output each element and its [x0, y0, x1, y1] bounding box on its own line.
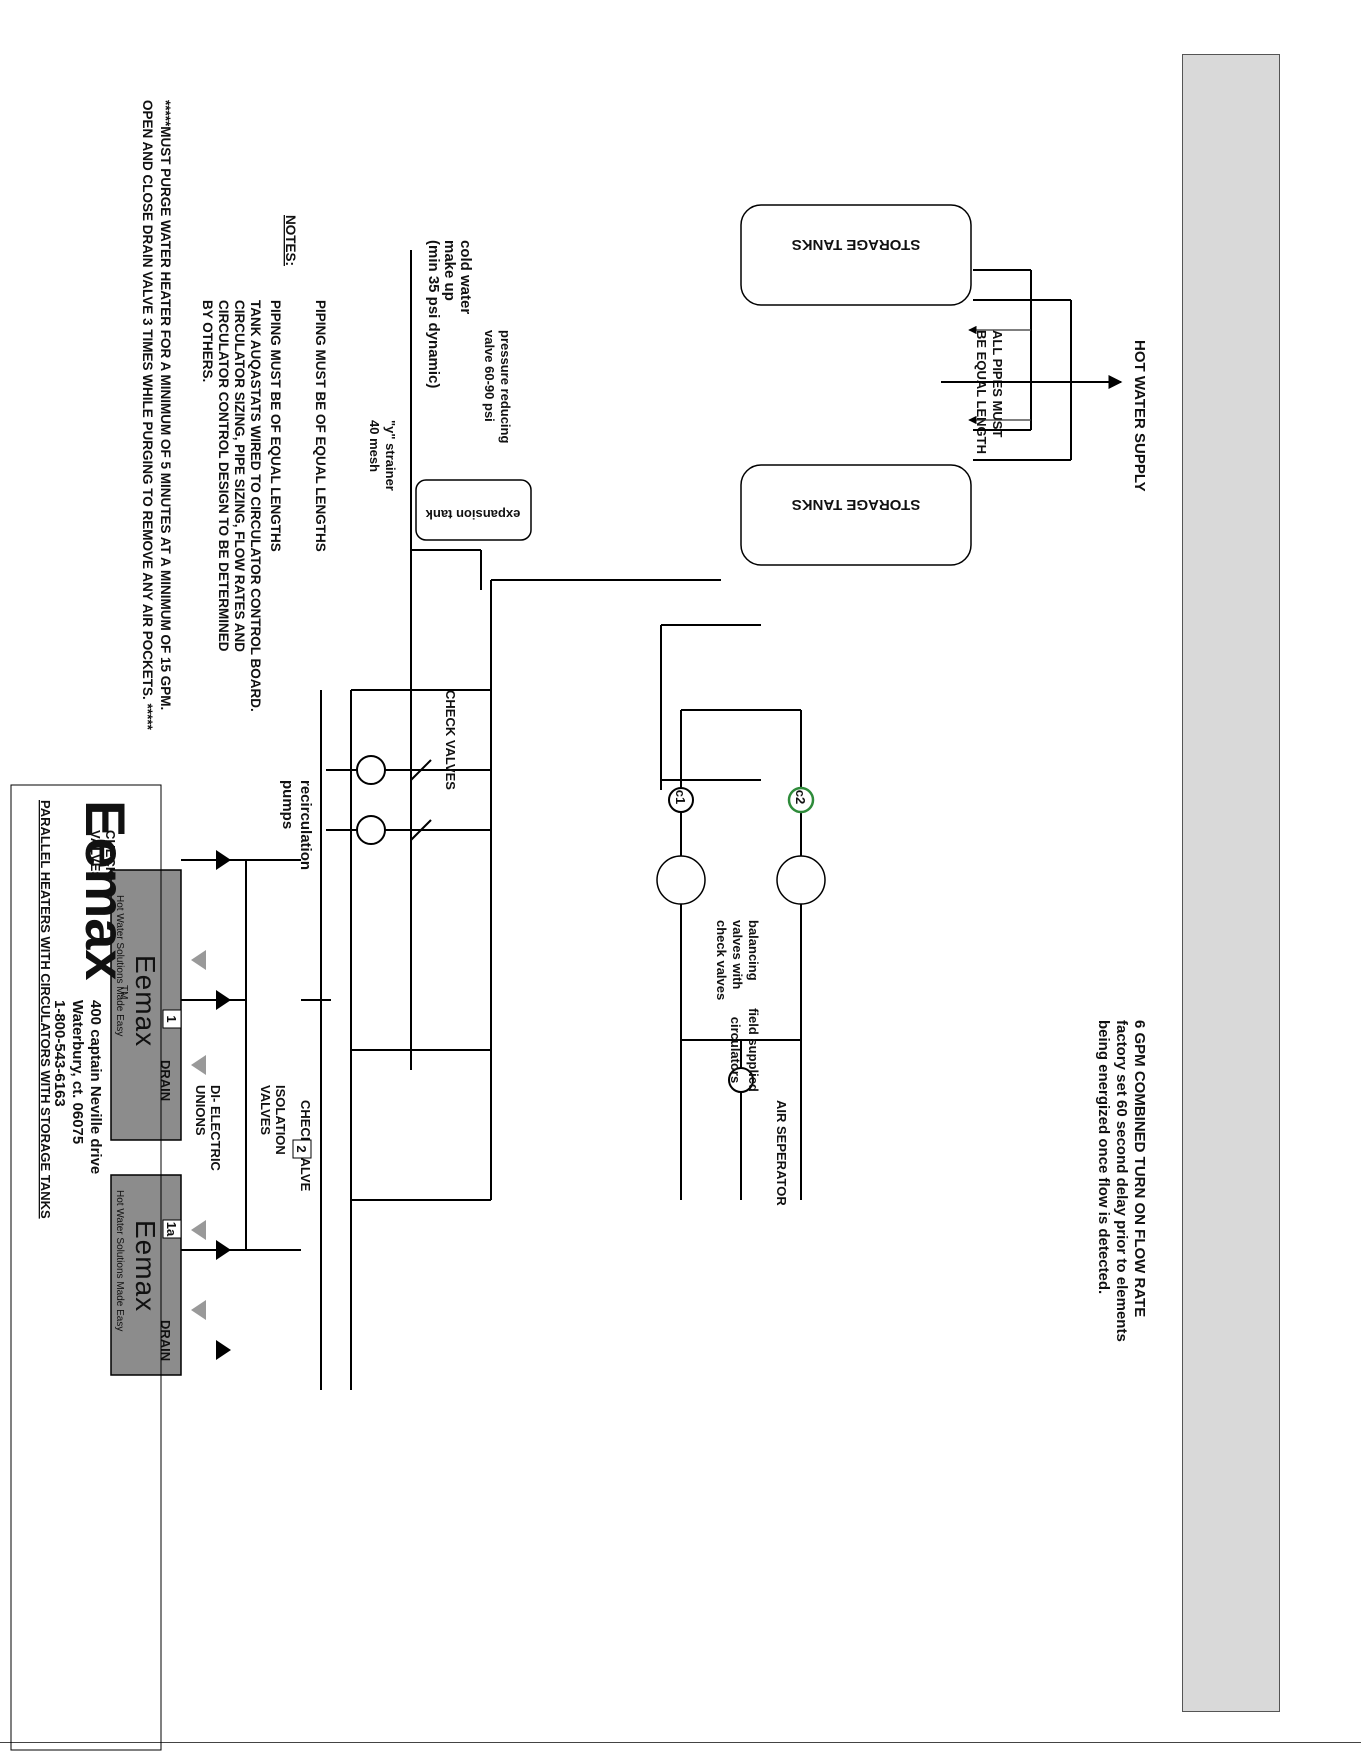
expansion-tank: expansion tank	[415, 479, 532, 541]
note-3-line-2: CIRCULATOR SIZING, PIPE SIZING, FLOW RAT…	[232, 300, 247, 652]
drain-label-2: DRAIN	[158, 1320, 173, 1361]
tag-1: 1	[162, 1009, 182, 1029]
heater-1-brand: Eemax	[130, 955, 161, 1047]
title-main: PARALLEL HEATERS WITH CIRCULATORS WITH S…	[38, 800, 53, 1219]
prv-line-1: pressure reducing	[498, 330, 513, 443]
di-electric-line-2: UNIONS	[193, 1085, 208, 1136]
heater-piping	[181, 689, 491, 1390]
recirc-line-2: pumps	[279, 780, 296, 829]
page-side-bar	[1182, 54, 1280, 1712]
note-1: PIPING MUST BE OF EQUAL LENGTHS	[313, 300, 328, 552]
check-valves-side-line-1: CHECK	[103, 830, 118, 877]
circulator-c2-symbol	[787, 786, 815, 814]
storage-tank-1-label: STORAGE TANKS	[792, 236, 921, 253]
storage-tank-2: STORAGE TANKS	[740, 464, 972, 566]
footer-rule	[0, 1742, 1361, 1743]
drain-label-1: DRAIN	[158, 1060, 173, 1101]
title-tm: TM	[118, 985, 129, 999]
flow-rate-note: 6 GPM COMBINED TURN ON FLOW RATE factory…	[1095, 1020, 1148, 1342]
note-3-line-1: TANK AUQASTATS WIRED TO CIRCULATOR CONTR…	[248, 300, 263, 712]
isolation-line-1: ISOLATION	[273, 1085, 288, 1155]
hot-water-supply-label: HOT WATER SUPPLY	[1131, 340, 1148, 492]
flow-rate-line-1: 6 GPM COMBINED TURN ON FLOW RATE	[1131, 1020, 1148, 1317]
balancing-line-1: balancing	[746, 920, 761, 981]
cold-water-line-1: cold water	[457, 240, 474, 314]
title-logo: Eemax	[74, 800, 137, 981]
title-block: Eemax TM 400 captain Neville drive Water…	[10, 784, 162, 1751]
storage-tank-1: STORAGE TANKS	[740, 204, 972, 306]
flow-rate-line-2: factory set 60 second delay prior to ele…	[1113, 1020, 1130, 1342]
air-separator-label: AIR SEPERATOR	[774, 1100, 789, 1206]
note-3-line-3: CIRCULATOR CONTROL DESIGN TO BE DETERMIN…	[216, 300, 231, 652]
notes-block: NOTES: PIPING MUST BE OF EQUAL LENGTHS P…	[140, 100, 328, 731]
balancing-line-3: check valves	[714, 920, 729, 1000]
check-valves-side-line-2: VALVES	[88, 830, 103, 880]
svg-text:2: 2	[294, 1145, 309, 1152]
heater-1-tagline: Hot Water Solutions Made Easy	[114, 895, 125, 1036]
title-address-3: 1-800-543-6163	[51, 1000, 68, 1107]
supply-manifold	[941, 269, 1123, 461]
heater-2-tagline: Hot Water Solutions Made Easy	[114, 1190, 125, 1331]
c2-label: c2	[793, 790, 808, 804]
expansion-tank-label: expansion tank	[425, 507, 520, 522]
note-2: PIPING MUST BE OF EQUAL LENGTHS	[268, 300, 283, 552]
field-supplied-line-2: circulators	[728, 1017, 743, 1083]
air-separator-symbol	[728, 1067, 754, 1093]
check-valves-label: CHECK VALVES	[443, 690, 458, 790]
recirc-loop	[326, 579, 761, 1200]
purge-line-2: OPEN AND CLOSE DRAIN VALVE 3 TIMES WHILE…	[140, 100, 155, 731]
circulator-bank	[656, 709, 826, 1200]
note-3-line-4: BY OTHERS.	[200, 300, 215, 382]
c1-label: c1	[673, 790, 688, 804]
strainer-line-2: 40 mesh	[367, 420, 382, 472]
cold-water-line-3: (min 35 psi dynamic)	[425, 240, 442, 388]
purge-line-1: *****MUST PURGE WATER HEATER FOR A MINIM…	[158, 100, 173, 710]
field-supplied-line-1: field supplied	[746, 1008, 761, 1092]
tag-2: 2	[292, 1139, 312, 1159]
prv-line-2: valve 60-90 psi	[482, 330, 497, 422]
tag-1a: 1a	[162, 1219, 182, 1239]
heater-1: Eemax Hot Water Solutions Made Easy	[110, 869, 182, 1141]
title-address-2: Waterbury, ct. 06075	[69, 1000, 86, 1144]
isolation-line-2: VALVES	[258, 1085, 273, 1135]
flow-rate-line-3: being energized once flow is detected.	[1095, 1020, 1112, 1294]
strainer-line-1: "y" strainer	[383, 420, 398, 491]
cold-water-line-2: make up	[441, 240, 458, 301]
heater-1-body	[110, 869, 182, 1141]
di-electric-line-1: DI- ELECTRIC	[208, 1085, 223, 1172]
svg-text:1a: 1a	[164, 1222, 179, 1237]
balancing-line-2: valves with	[730, 920, 745, 989]
svg-text:1: 1	[164, 1015, 179, 1022]
circulator-c1-symbol	[668, 787, 694, 813]
cold-inlet	[410, 250, 482, 1070]
recirc-line-1: recirculation	[297, 780, 314, 870]
equal-length-note: ALL PIPES MUST BE EQUAL LENGTH	[974, 330, 1005, 454]
equal-length-line-2: BE EQUAL LENGTH	[974, 330, 989, 454]
notes-title: NOTES:	[283, 215, 298, 266]
equal-length-line-1: ALL PIPES MUST	[990, 330, 1005, 437]
title-address-1: 400 captain Neville drive	[87, 1000, 104, 1174]
recirc-pumps-label: recirculation pumps	[279, 780, 314, 870]
heater-2-brand: Eemax	[130, 1220, 161, 1312]
storage-tank-2-label: STORAGE TANKS	[792, 496, 921, 513]
